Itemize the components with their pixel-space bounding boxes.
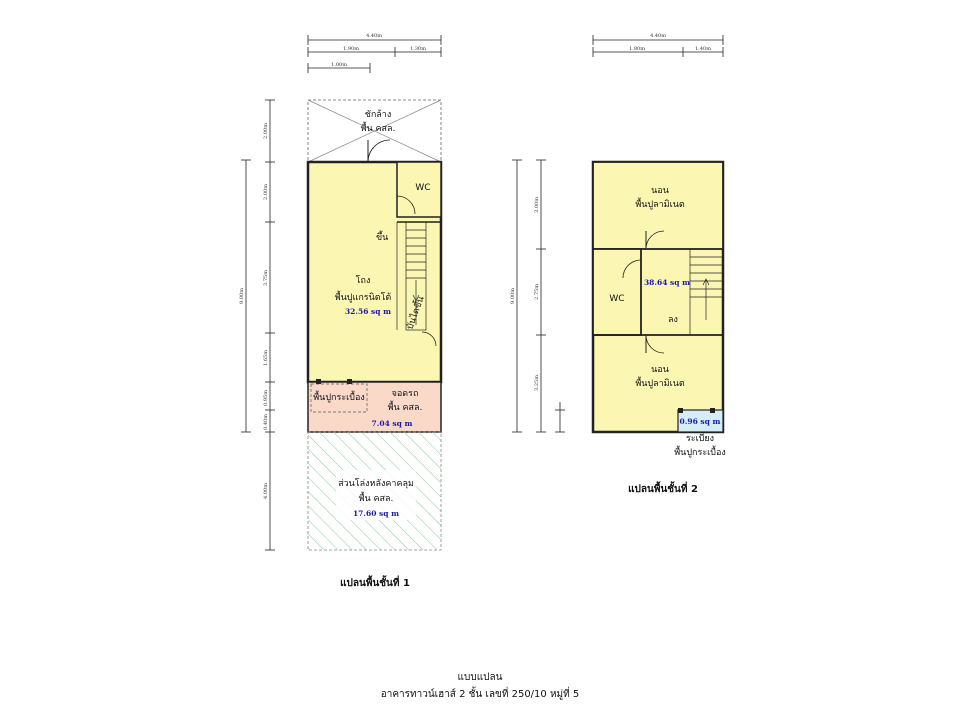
hall-label-1: โถง <box>356 275 371 286</box>
rear-area-value: 17.60 sq m <box>353 509 399 518</box>
plan1-title: แปลนพื้นชั้นที่ 1 <box>340 575 410 589</box>
bed-top-label-2: พื้นปูลามิเนต <box>635 197 685 210</box>
plan1-dim-1: 2.00m <box>263 184 269 200</box>
wc-room-2 <box>592 248 642 336</box>
stair-door-icon <box>421 331 437 347</box>
plan2-title: แปลนพื้นชั้นที่ 2 <box>628 481 698 495</box>
bedroom-top <box>592 161 724 250</box>
center-area-value: 38.64 sq m <box>644 278 690 287</box>
plan1-dim-4: 0.95m <box>263 390 269 406</box>
down-label: ลง <box>668 315 678 325</box>
hall-area: 32.56 sq m <box>345 307 391 316</box>
plan2-dim-0: 3.00m <box>534 197 540 213</box>
hall-label-2: พื้นปูแกรนิตโต้ <box>335 290 392 303</box>
stairs-icon-1 <box>396 221 441 331</box>
plan2-height-total: 9.00m <box>510 288 516 304</box>
plan2-width-total: 4.40m <box>650 33 666 39</box>
wc-door-2-icon <box>622 259 642 279</box>
setback-label-2: พื้น คสล. <box>361 121 396 134</box>
bed-top-label-1: นอน <box>651 186 669 196</box>
parking-label-1: จอดรถ <box>392 389 419 399</box>
plan2-top-dimensions <box>592 35 724 57</box>
column <box>316 379 321 384</box>
balcony <box>677 409 724 433</box>
rear-label-2: พื้น คสล. <box>359 491 394 504</box>
caption-line-1: แบบแปลน <box>458 672 503 683</box>
column <box>678 408 683 413</box>
up-label: ขึ้น <box>376 230 388 243</box>
plan1-width-total: 4.40m <box>366 33 382 39</box>
wc-door-icon <box>396 195 416 215</box>
wc-room-1 <box>396 161 442 218</box>
setback-label-1: ชักล้าง <box>365 109 392 120</box>
plan1-height-total: 9.00m <box>239 288 245 304</box>
plan1-width-b: 1.30m <box>410 46 426 52</box>
bed-bottom-label-1: นอน <box>651 365 669 375</box>
plan2-dim-1: 2.75m <box>534 284 540 300</box>
tile-area <box>310 383 368 413</box>
stairs-icon-2 <box>689 248 724 336</box>
caption-line-2: อาคารทาวน์เฮาส์ 2 ชั้น เลขที่ 250/10 หมู… <box>381 686 580 700</box>
plan2-dim-2: 3.25m <box>534 375 540 391</box>
plan1-width-c: 1.00m <box>331 62 347 68</box>
plan1-front-setback <box>307 99 442 163</box>
balcony-label-2: พื้นปูกระเบื้อง <box>674 445 726 458</box>
plan1-left-dimensions <box>241 99 275 551</box>
bed-bottom-label-2: พื้นปูลามิเนต <box>635 376 685 389</box>
parking-label-2: พื้น คสล. <box>388 400 423 413</box>
rear-label-bg <box>336 470 416 520</box>
plan2-width-b: 1.40m <box>695 46 711 52</box>
plan1-top-dimensions <box>307 35 442 73</box>
plan2-width-a: 1.80m <box>629 46 645 52</box>
plan-1: 4.40m 1.90m 1.30m 1.00m 9.00m 2.00m 2.00… <box>239 33 443 589</box>
plan2-left-dimensions <box>512 159 565 433</box>
rear-label-1: ส่วนโล่งหลังคาคลุม <box>338 478 414 489</box>
column <box>347 379 352 384</box>
balcony-area-value: 0.96 sq m <box>680 417 721 426</box>
parking-area-value: 7.04 sq m <box>372 419 413 428</box>
balcony-label-1: ระเบียง <box>686 433 714 444</box>
plan-2: 4.40m 1.80m 1.40m 9.00m 3.00m 2.75m 3.25… <box>510 33 726 495</box>
wc-label-1: WC <box>415 183 430 193</box>
wc-label-2: WC <box>609 294 624 304</box>
plan1-dim-6: 4.00m <box>263 483 269 499</box>
column <box>710 408 715 413</box>
plan1-dim-3: 1.65m <box>263 350 269 366</box>
plan1-width-a: 1.90m <box>343 46 359 52</box>
tile-floor-label: พื้นปูกระเบื้อง <box>313 390 365 403</box>
plan1-dim-5: 0.40m <box>263 414 269 430</box>
plan1-dim-0: 2.00m <box>263 123 269 139</box>
plan1-dim-2: 3.75m <box>263 270 269 286</box>
